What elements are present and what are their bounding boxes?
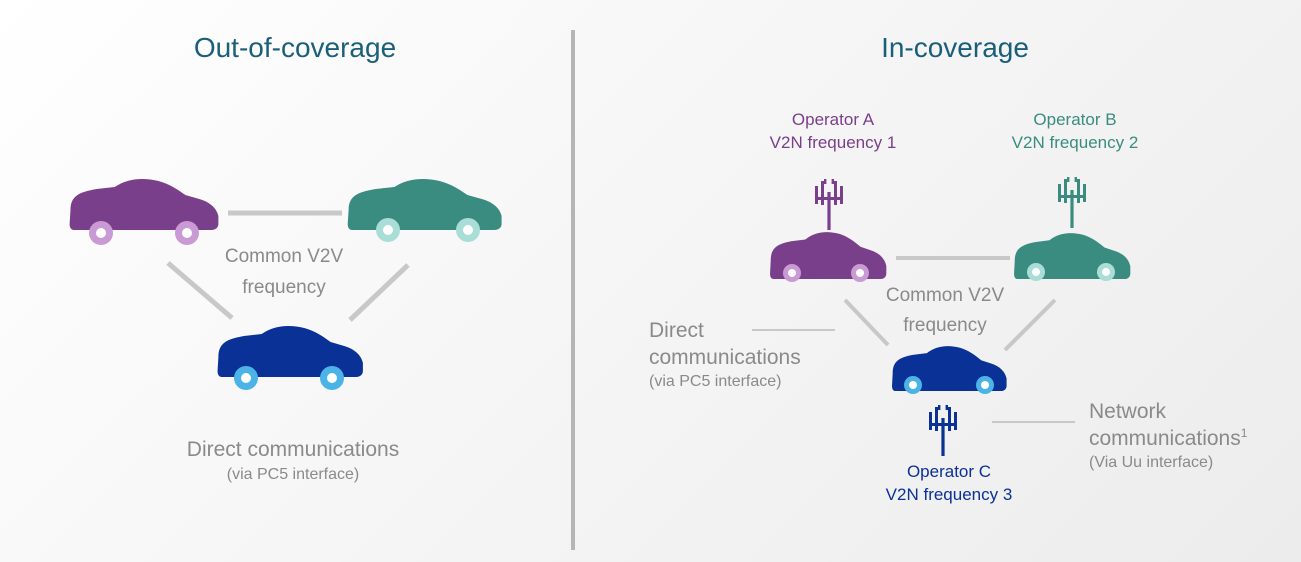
- cell-antenna-icon: [929, 405, 957, 456]
- operator-b-line1: Operator B: [1033, 110, 1117, 129]
- operator-a-line1: Operator A: [791, 110, 875, 129]
- cell-antenna-icon: [1058, 177, 1086, 228]
- operator-c-line1: Operator C: [906, 462, 992, 481]
- left-direct-title: Direct communications: [186, 438, 400, 461]
- left-direct-sub: (via PC5 interface): [226, 466, 360, 483]
- operator-c-line2: V2N frequency 3: [885, 484, 1013, 504]
- link-purple-blue-left: [166, 261, 234, 320]
- cell-antenna-icon: [815, 179, 843, 230]
- right-v2v-line2: frequency: [903, 314, 987, 336]
- left-v2v-label: Common V2V frequency: [184, 246, 384, 299]
- operator-b-label: Operator B V2N frequency 2: [975, 110, 1175, 152]
- right-direct-line2: communications: [649, 346, 801, 370]
- car-icon: [69, 179, 219, 230]
- link-purple-blue-right: [843, 298, 890, 347]
- network-footnote: 1: [1240, 426, 1248, 441]
- network-line2: communications: [1089, 427, 1241, 451]
- right-v2v-line1: Common V2V: [885, 285, 1005, 306]
- network-line2-wrap: communications1: [1089, 427, 1247, 451]
- left-v2v-line2: frequency: [242, 276, 326, 298]
- right-panel-title: In-coverage: [881, 32, 1029, 63]
- car-wheels-purple-right: [783, 264, 869, 282]
- link-teal-blue-right: [1003, 298, 1057, 352]
- operator-c-label: Operator C V2N frequency 3: [849, 462, 1049, 504]
- operator-b-line2: V2N frequency 2: [1011, 132, 1139, 152]
- right-direct-sub: (via PC5 interface): [649, 373, 782, 391]
- car-icon: [347, 179, 502, 230]
- network-label: Network communications1 (Via Uu interfac…: [1089, 400, 1247, 473]
- link-teal-blue-left: [348, 263, 410, 322]
- right-direct-label: Direct communications (via PC5 interface…: [649, 319, 801, 392]
- left-v2v-line1: Common V2V: [224, 246, 344, 267]
- car-wheels-teal-right: [1027, 263, 1115, 281]
- car-wheels-teal-left: [376, 218, 480, 242]
- operator-a-line2: V2N frequency 1: [769, 132, 897, 152]
- car-wheels-purple-left: [89, 221, 199, 245]
- network-line1: Network: [1089, 400, 1167, 423]
- car-wheels-blue-left: [234, 366, 344, 390]
- network-sub: (Via Uu interface): [1089, 454, 1214, 472]
- operator-a-label: Operator A V2N frequency 1: [733, 110, 933, 152]
- left-panel-title: Out-of-coverage: [193, 32, 397, 63]
- car-wheels-blue-right: [904, 376, 994, 394]
- right-v2v-label: Common V2V frequency: [845, 285, 1045, 337]
- right-direct-line1: Direct: [649, 319, 704, 342]
